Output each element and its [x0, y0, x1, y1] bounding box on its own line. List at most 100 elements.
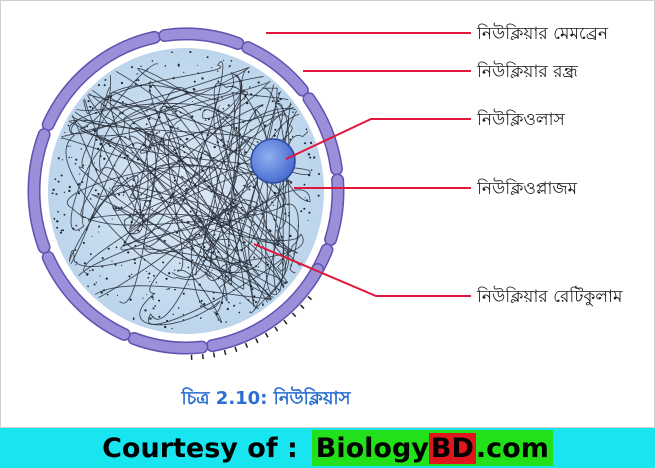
granule-dot	[201, 234, 203, 236]
granule-dot	[251, 288, 254, 291]
granule-dot	[177, 127, 179, 129]
granule-dot	[191, 100, 193, 103]
granule-dot	[182, 319, 185, 321]
granule-dot	[101, 257, 104, 260]
granule-dot	[272, 204, 275, 207]
granule-dot	[257, 266, 260, 268]
granule-dot	[67, 145, 69, 147]
granule-dot	[211, 217, 214, 221]
granule-dot	[151, 166, 153, 169]
granule-dot	[107, 247, 110, 250]
granule-dot	[103, 157, 106, 160]
granule-dot	[152, 307, 155, 310]
granule-dot	[182, 314, 185, 316]
granule-dot	[185, 92, 188, 95]
granule-dot	[91, 235, 93, 237]
granule-dot	[86, 173, 89, 175]
granule-dot	[262, 303, 264, 305]
granule-dot	[182, 178, 184, 180]
granule-dot	[255, 183, 257, 185]
granule-dot	[307, 153, 311, 156]
granule-dot	[304, 197, 306, 199]
granule-dot	[257, 241, 260, 245]
granule-dot	[271, 100, 274, 103]
granule-dot	[185, 192, 187, 195]
granule-dot	[218, 193, 221, 196]
granule-dot	[93, 283, 96, 286]
granule-dot	[75, 158, 78, 161]
granule-dot	[144, 309, 147, 312]
granule-dot	[264, 290, 266, 292]
granule-dot	[253, 256, 256, 259]
granule-dot	[187, 179, 189, 181]
granule-dot	[261, 200, 264, 203]
ribosome-mark	[223, 349, 227, 356]
granule-dot	[166, 319, 169, 322]
granule-dot	[116, 294, 119, 296]
granule-dot	[158, 299, 161, 302]
granule-dot	[235, 149, 238, 152]
granule-dot	[140, 84, 143, 87]
granule-dot	[269, 229, 272, 233]
granule-dot	[138, 225, 140, 227]
granule-dot	[172, 113, 174, 115]
granule-dot	[103, 84, 106, 87]
granule-dot	[224, 160, 226, 163]
chromatin-strand	[62, 71, 307, 311]
granule-dot	[191, 259, 194, 261]
granule-dot	[238, 311, 241, 314]
granule-dot	[146, 68, 149, 71]
granule-dot	[246, 101, 249, 105]
granule-dot	[57, 180, 60, 183]
granule-dot	[131, 151, 133, 154]
granule-dot	[255, 265, 257, 268]
granule-dot	[62, 229, 65, 232]
granule-dot	[264, 220, 267, 222]
granule-dot	[134, 208, 136, 211]
granule-dot	[91, 268, 94, 272]
granule-dot	[236, 249, 238, 251]
granule-dot	[197, 243, 200, 245]
granule-dot	[189, 51, 192, 53]
granule-dot	[146, 270, 148, 272]
granule-dot	[303, 207, 306, 210]
granule-dot	[115, 246, 117, 249]
granule-dot	[183, 151, 186, 154]
granule-dot	[277, 100, 280, 103]
granule-dot	[308, 173, 311, 177]
granule-dot	[226, 140, 228, 143]
granule-dot	[253, 224, 255, 226]
granule-dot	[78, 229, 80, 232]
granule-dot	[201, 77, 204, 80]
granule-dot	[82, 241, 85, 244]
granule-dot	[281, 262, 284, 264]
membrane-segment	[159, 29, 243, 49]
granule-dot	[217, 319, 219, 321]
granule-dot	[193, 80, 196, 83]
granule-dot	[162, 261, 165, 264]
granule-dot	[164, 325, 167, 329]
granule-dot	[202, 259, 205, 262]
granule-dot	[207, 185, 210, 188]
granule-dot	[89, 198, 92, 200]
granule-dot	[68, 185, 71, 189]
granule-dot	[217, 277, 220, 280]
granule-dot	[171, 327, 173, 330]
ribosome-mark	[244, 342, 249, 348]
granule-dot	[250, 93, 253, 96]
granule-dot	[198, 283, 201, 286]
granule-dot	[152, 207, 154, 209]
granule-dot	[201, 133, 203, 135]
granule-dot	[120, 206, 123, 209]
granule-dot	[207, 118, 210, 121]
granule-dot	[164, 65, 167, 67]
granule-dot	[240, 141, 242, 143]
granule-dot	[260, 76, 262, 78]
granule-dot	[167, 118, 170, 121]
granule-dot	[182, 146, 185, 148]
nucleus-diagram: নিউক্লিয়ার মেমব্রেন নিউক্লিয়ার রন্ধ্র …	[0, 0, 655, 428]
granule-dot	[95, 169, 98, 171]
granule-dot	[223, 59, 225, 61]
granule-dot	[313, 156, 316, 159]
